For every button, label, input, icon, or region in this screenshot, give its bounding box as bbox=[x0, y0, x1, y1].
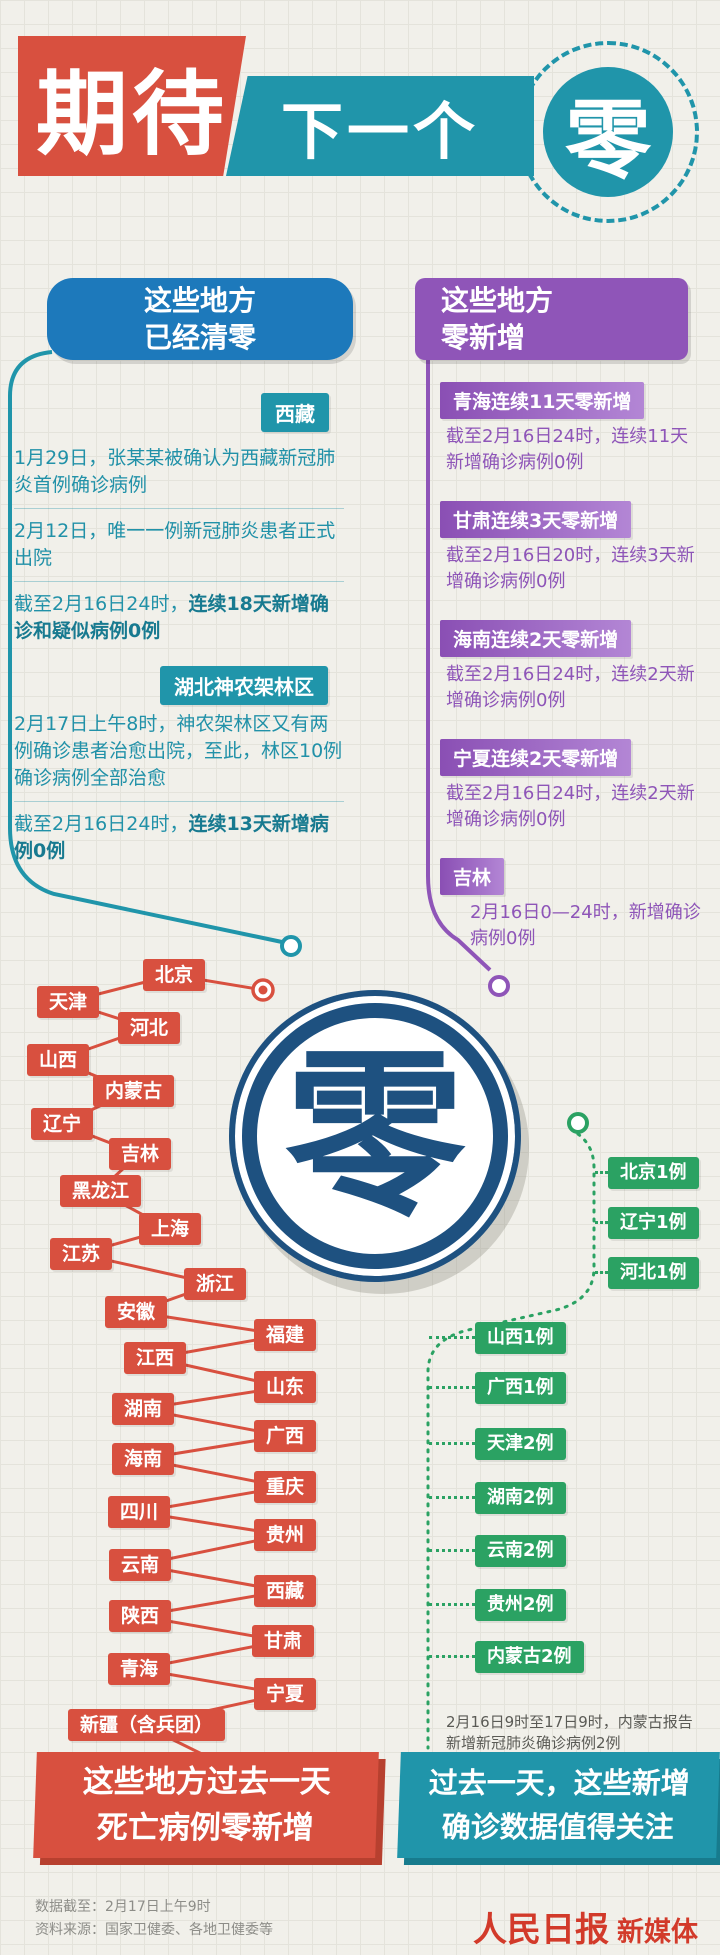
new-cases-label-line2: 确诊数据值得关注 bbox=[441, 1810, 675, 1844]
zero-new-tag-jilin: 吉林 bbox=[440, 858, 505, 895]
title-zero-circle: 零 bbox=[543, 67, 673, 197]
province-tag: 浙江 bbox=[184, 1268, 247, 1300]
footer-data-cutoff: 数据截至：2月17日上午9时 bbox=[35, 1899, 211, 1915]
footer-data-source: 资料来源：国家卫健委、各地卫健委等 bbox=[35, 1922, 273, 1938]
province-tag: 安徽 bbox=[105, 1296, 168, 1328]
province-tag: 山东 bbox=[254, 1371, 317, 1403]
zero-new-section-header: 这些地方 零新增 bbox=[415, 278, 688, 360]
zero-new-tag-gansu: 甘肃连续3天零新增 bbox=[440, 501, 632, 538]
cleared-block-xizang: 1月29日，张某某被确认为西藏新冠肺炎首例确诊病例 2月12日，唯一一例新冠肺炎… bbox=[14, 436, 344, 654]
zero-new-text-gansu: 截至2月16日20时，连续3天新增确诊病例0例 bbox=[446, 545, 695, 592]
province-tag: 吉林 bbox=[109, 1138, 172, 1170]
zero-new-text-hainan: 截至2月16日24时，连续2天新增确诊病例0例 bbox=[446, 664, 695, 711]
zero-new-text-qinghai: 截至2月16日24时，连续11天新增确诊病例0例 bbox=[446, 426, 689, 473]
title-banner-teal: 下一个 bbox=[226, 76, 534, 176]
province-tag: 江西 bbox=[124, 1342, 187, 1374]
province-tag: 北京 bbox=[143, 959, 206, 991]
case-tag: 河北1例 bbox=[595, 1257, 699, 1289]
title-zero-glyph: 零 bbox=[565, 89, 651, 191]
cleared-paragraph: 截至2月16日24时，连续13天新增病例0例 bbox=[14, 813, 329, 862]
new-cases-label-box: 过去一天，这些新增 确诊数据值得关注 bbox=[397, 1752, 720, 1858]
title-zero-dashed-circle: 零 bbox=[517, 41, 699, 223]
province-tag: 海南 bbox=[112, 1443, 175, 1475]
province-tag: 天津 bbox=[37, 986, 100, 1018]
province-tag: 河北 bbox=[118, 1012, 181, 1044]
province-tag: 新疆（含兵团） bbox=[68, 1709, 226, 1741]
logo-main-text: 人民日报 bbox=[473, 1910, 609, 1950]
case-tag: 云南2例 bbox=[429, 1535, 566, 1567]
footer-source-note: 数据截至：2月17日上午9时 资料来源：国家卫健委、各地卫健委等 bbox=[35, 1896, 273, 1942]
province-tag: 黑龙江 bbox=[60, 1175, 142, 1207]
zero-new-tag-ningxia: 宁夏连续2天零新增 bbox=[440, 739, 632, 776]
region-tag-xizang: 西藏 bbox=[261, 393, 329, 432]
province-tag: 重庆 bbox=[254, 1471, 317, 1503]
center-zero-glyph: 零 bbox=[284, 1030, 465, 1241]
zero-new-text-ningxia: 截至2月16日24时，连续2天新增确诊病例0例 bbox=[446, 783, 695, 830]
case-tag: 内蒙古2例 bbox=[429, 1641, 584, 1673]
zero-new-tag-hainan: 海南连续2天零新增 bbox=[440, 620, 632, 657]
logo-sub-text: 新媒体 bbox=[617, 1917, 698, 1948]
province-tag: 辽宁 bbox=[31, 1108, 94, 1140]
zero-new-connector-line bbox=[426, 360, 492, 972]
teal-node-dot bbox=[280, 935, 302, 957]
cleared-paragraph: 1月29日，张某某被确认为西藏新冠肺炎首例确诊病例 bbox=[14, 436, 344, 509]
province-tag: 陕西 bbox=[109, 1600, 172, 1632]
case-tag: 山西1例 bbox=[429, 1322, 566, 1354]
zero-new-heading-line1: 这些地方 bbox=[441, 284, 554, 317]
red-node-dot bbox=[258, 985, 268, 995]
case-tag: 贵州2例 bbox=[429, 1589, 566, 1621]
province-tag: 内蒙古 bbox=[93, 1075, 175, 1107]
cleared-heading-line1: 这些地方 bbox=[143, 284, 256, 317]
case-tag: 辽宁1例 bbox=[595, 1207, 699, 1239]
cleared-connector-line bbox=[8, 350, 283, 944]
peoples-daily-logo: 人民日报 新媒体 bbox=[473, 1902, 698, 1951]
zero-new-tag-qinghai: 青海连续11天零新增 bbox=[440, 382, 645, 419]
case-tag: 广西1例 bbox=[429, 1372, 566, 1404]
zero-death-label-box: 这些地方过去一天 死亡病例零新增 bbox=[33, 1752, 379, 1858]
cleared-paragraph: 截至2月16日24时，连续18天新增确诊和疑似病例0例 bbox=[14, 593, 329, 642]
new-cases-dotted-line bbox=[426, 1132, 596, 1750]
cleared-paragraph: 2月17日上午8时，神农架林区又有两例确诊患者治愈出院，至此，林区10例确诊病例… bbox=[14, 702, 344, 802]
province-tag: 福建 bbox=[254, 1319, 317, 1351]
province-tag: 山西 bbox=[27, 1044, 90, 1076]
province-tag: 四川 bbox=[108, 1496, 171, 1528]
purple-node-dot bbox=[488, 975, 510, 997]
cleared-paragraph: 2月12日，唯一一例新冠肺炎患者正式出院 bbox=[14, 509, 344, 582]
title-part2: 下一个 bbox=[280, 95, 479, 168]
province-tag: 甘肃 bbox=[252, 1625, 315, 1657]
new-cases-label-line1: 过去一天，这些新增 bbox=[428, 1766, 691, 1800]
province-tag: 西藏 bbox=[254, 1575, 317, 1607]
province-tag: 宁夏 bbox=[254, 1678, 317, 1710]
cleared-heading-line2: 已经清零 bbox=[143, 321, 256, 354]
green-node-dot bbox=[567, 1112, 589, 1134]
zero-new-heading-line2: 零新增 bbox=[441, 321, 526, 354]
zero-death-label-line2: 死亡病例零新增 bbox=[96, 1810, 315, 1846]
province-tag: 江苏 bbox=[50, 1238, 113, 1270]
province-tag: 贵州 bbox=[254, 1519, 317, 1551]
zero-death-label-line1: 这些地方过去一天 bbox=[82, 1764, 332, 1800]
province-tag: 青海 bbox=[108, 1653, 171, 1685]
province-tag: 云南 bbox=[109, 1549, 172, 1581]
province-tag: 湖南 bbox=[112, 1393, 175, 1425]
case-tag: 天津2例 bbox=[429, 1428, 566, 1460]
new-cases-note: 2月16日9时至17日9时，内蒙古报告新增新冠肺炎确诊病例2例 bbox=[446, 1713, 693, 1752]
zero-new-text-jilin: 2月16日0—24时，新增确诊病例0例 bbox=[470, 902, 701, 949]
cleared-section-header: 这些地方 已经清零 bbox=[47, 278, 353, 360]
title-part1: 期待 bbox=[35, 60, 228, 168]
title-banner-red: 期待 bbox=[18, 36, 246, 176]
case-tag: 北京1例 bbox=[595, 1157, 699, 1189]
case-tag: 湖南2例 bbox=[429, 1482, 566, 1514]
center-zero-circle: 零 bbox=[229, 990, 521, 1282]
province-tag: 上海 bbox=[139, 1213, 202, 1245]
region-tag-shennongjia: 湖北神农架林区 bbox=[160, 666, 328, 705]
cleared-block-shennongjia: 2月17日上午8时，神农架林区又有两例确诊患者治愈出院，至此，林区10例确诊病例… bbox=[14, 702, 344, 874]
province-tag: 广西 bbox=[254, 1420, 317, 1452]
